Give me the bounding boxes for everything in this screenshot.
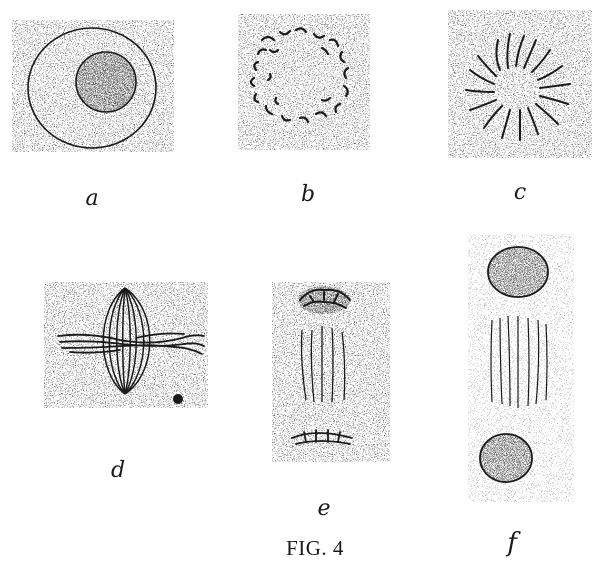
panel-f-label: f [492, 532, 532, 554]
cell-b-stipple [238, 14, 370, 150]
figure-caption: FIG. 4 [250, 536, 380, 561]
cell-d-granule [173, 394, 183, 404]
panel-f [468, 234, 574, 502]
panel-a [12, 20, 174, 152]
panel-e [272, 282, 390, 462]
panel-c [448, 10, 592, 158]
panel-c-label: c [500, 182, 540, 204]
panel-d-label: d [98, 460, 138, 482]
panel-a-label: a [72, 188, 112, 210]
panel-e-label: e [304, 498, 344, 520]
panel-d [44, 282, 208, 408]
panel-b-label: b [288, 184, 328, 206]
panel-b [238, 14, 370, 150]
